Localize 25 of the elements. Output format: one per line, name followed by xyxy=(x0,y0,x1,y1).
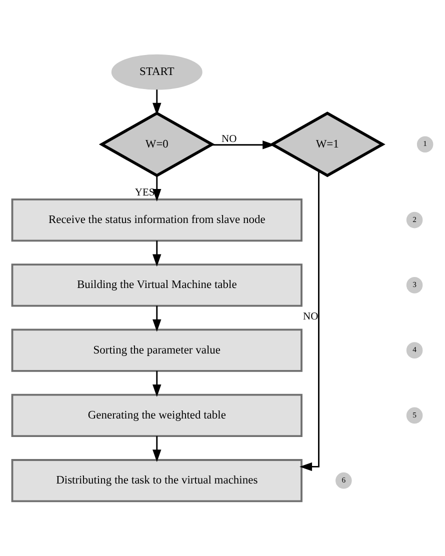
node-box: Distributing the task to the virtual machines xyxy=(11,459,302,502)
edge-label: YES xyxy=(134,188,155,199)
node-circle: 1 xyxy=(416,136,434,153)
arrow xyxy=(152,436,162,462)
node-circle: 6 xyxy=(336,472,352,489)
edge-label: NO xyxy=(303,311,318,322)
arrow xyxy=(300,170,320,472)
arrow xyxy=(211,140,276,150)
node-box: Building the Virtual Machine table xyxy=(11,264,302,307)
node-circle: 2 xyxy=(406,212,423,228)
arrow xyxy=(152,370,162,397)
node-circle: 5 xyxy=(406,407,423,424)
node-diamond: W=1 xyxy=(269,112,386,178)
arrow xyxy=(152,306,162,332)
arrow xyxy=(152,240,162,267)
node-box: Generating the weighted table xyxy=(11,394,302,437)
node-circle: 3 xyxy=(406,277,423,294)
arrow xyxy=(152,176,162,202)
node-diamond: W=0 xyxy=(98,112,215,178)
node-box: Sorting the parameter value xyxy=(11,328,302,372)
node-ellipse: START xyxy=(111,54,202,90)
node-box: Receive the status information from slave node xyxy=(11,198,302,242)
node-circle: 4 xyxy=(406,342,423,358)
arrow xyxy=(152,90,162,116)
edge-label: NO xyxy=(222,134,237,145)
